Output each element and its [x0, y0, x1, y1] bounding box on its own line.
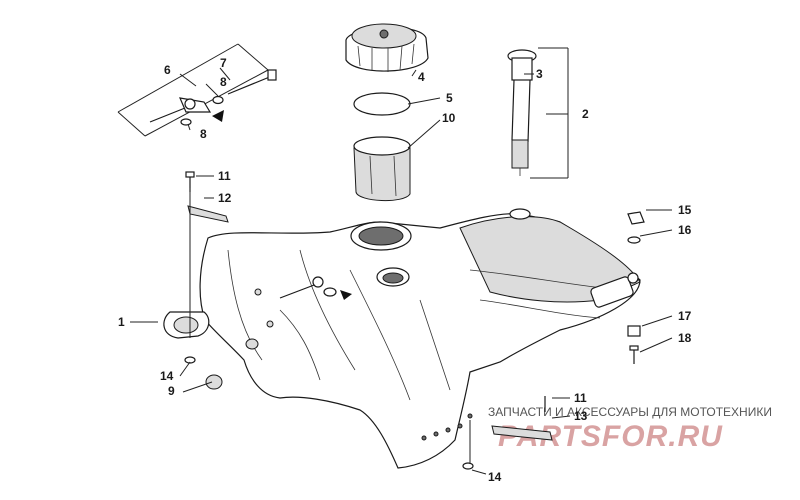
callout-16: 16 — [678, 223, 692, 237]
callout-3: 3 — [536, 67, 543, 81]
callout-8-upper: 8 — [220, 75, 227, 89]
callout-17: 17 — [678, 309, 692, 323]
callout-5: 5 — [446, 91, 453, 105]
fuel-sender — [507, 47, 569, 179]
callout-8-lower: 8 — [200, 127, 207, 141]
right-hardware — [627, 211, 645, 364]
callout-13: 13 — [574, 409, 588, 423]
fuel-tank — [163, 208, 641, 469]
callout-11-lower: 11 — [574, 391, 587, 405]
callout-10: 10 — [442, 111, 456, 125]
lower-hardware — [184, 356, 553, 470]
leader-lines — [130, 67, 673, 475]
filler-neck-insert — [353, 136, 411, 202]
callout-15: 15 — [678, 203, 692, 217]
callout-11-upper: 11 — [218, 169, 231, 183]
callout-14-left: 14 — [160, 369, 174, 383]
callout-6: 6 — [164, 63, 171, 77]
callout-2: 2 — [582, 107, 589, 121]
callout-18: 18 — [678, 331, 692, 345]
fuel-cap — [345, 23, 429, 72]
callout-12: 12 — [218, 191, 232, 205]
callout-9: 9 — [168, 384, 175, 398]
callout-1: 1 — [118, 315, 125, 329]
gasket-ring — [353, 92, 411, 116]
tank-bolt — [205, 276, 352, 390]
callout-14-bottom: 14 — [488, 470, 502, 484]
callout-4: 4 — [418, 70, 425, 84]
callout-labels: 1 2 3 4 5 6 7 8 8 9 10 11 11 12 13 14 14… — [118, 56, 692, 484]
callout-7: 7 — [220, 56, 227, 70]
bracket-assembly — [117, 43, 277, 137]
watermark-caption: ЗАПЧАСТИ И АКСЕССУАРЫ ДЛЯ МОТОТЕХНИКИ — [488, 405, 772, 419]
